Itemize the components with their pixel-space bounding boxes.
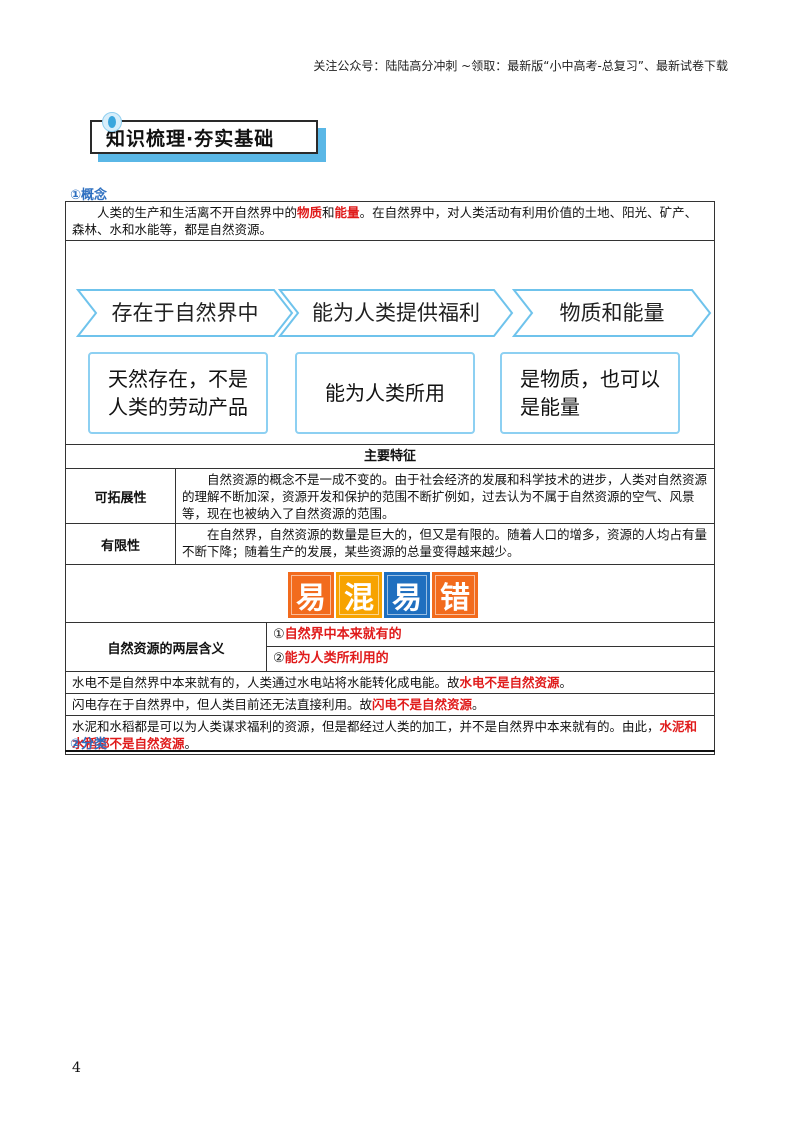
banner-title: 知识梳理·夯实基础 [90,120,318,154]
features-heading: 主要特征 [66,445,714,469]
example-text: 水泥和水稻都是可以为人类谋求福利的资源，但是都经过人类的加工，并不是自然界中本来… [72,719,660,734]
concept-heading: ①概念 [70,188,108,203]
layer-item: ②能为人类所利用的 [267,647,714,671]
layers-row: 自然资源的两层含义 ①自然界中本来就有的 ②能为人类所利用的 [66,623,714,672]
section-banner: 知识梳理·夯实基础 [84,112,332,162]
badge-easy: 易 [288,572,334,618]
concept-box-3: 是物质，也可以是能量 [500,352,680,434]
badge-wrong: 错 [432,572,478,618]
layer-text: 自然界中本来就有的 [284,627,402,642]
feature-text: 在自然界，自然资源的数量是巨大的，但又是有限的。随着人口的增多，资源的人均占有量… [182,527,708,559]
badge-easy: 易 [384,572,430,618]
chevron-label: 能为人类提供福利 [312,301,480,325]
concept-graphic: 存在于自然界中 能为人类提供福利 物质和能量 天然存在，不是人类的劳动产品 能为… [66,241,714,445]
concept-intro: 人类的生产和生活离不开自然界中的物质和能量。在自然界中，对人类活动有利用价值的土… [66,202,714,241]
feature-label: 有限性 [66,524,176,564]
example-highlight: 水电不是自然资源 [459,675,560,690]
example-text: 。 [184,736,198,751]
layers-label: 自然资源的两层含义 [66,623,267,671]
concept-box-2: 能为人类所用 [295,352,475,434]
confusion-badges: 易 混 易 错 [66,565,714,623]
box-line: 能为人类所用 [325,381,445,405]
layer-item: ①自然界中本来就有的 [267,623,714,647]
concept-table: 人类的生产和生活离不开自然界中的物质和能量。在自然界中，对人类活动有利用价值的土… [65,201,715,755]
example-row: 闪电存在于自然界中，但人类目前还无法直接利用。故闪电不是自然资源。 [66,694,714,716]
classification-heading: ②分类 [70,737,108,752]
chevron-label: 存在于自然界中 [111,301,259,325]
chevron-label: 物质和能量 [559,301,665,325]
example-text: 水电不是自然界中本来就有的，人类通过水电站将水能转化成电能。故 [72,675,460,690]
intro-highlight-energy: 能量 [334,205,360,220]
section-divider [65,750,715,752]
box-line: 人类的劳动产品 [108,395,248,419]
box-line: 天然存在，不是 [108,367,248,391]
concept-box-1: 天然存在，不是人类的劳动产品 [88,352,268,434]
box-line: 是物质，也可以 [520,367,660,391]
badge-mix: 混 [336,572,382,618]
example-row: 水泥和水稻都是可以为人类谋求福利的资源，但是都经过人类的加工，并不是自然界中本来… [66,716,714,754]
layer-num: ① [273,627,285,642]
feature-row: 有限性 在自然界，自然资源的数量是巨大的，但又是有限的。随着人口的增多，资源的人… [66,524,714,565]
layer-num: ② [273,651,285,666]
header-note: 关注公众号：陆陆高分冲刺 ~领取：最新版“小中高考-总复习”、最新试卷下载 [313,59,728,73]
feature-row: 可拓展性 自然资源的概念不是一成不变的。由于社会经济的发展和科学技术的进步，人类… [66,469,714,524]
example-text: 。 [472,697,485,712]
chevron-3: 物质和能量 [512,288,712,338]
layer-text: 能为人类所利用的 [284,651,389,666]
intro-text: 人类的生产和生活离不开自然界中的 [97,205,298,220]
banner-icon [102,112,122,132]
intro-text: 。在自然界中，对人类活动有利用价值的土地、阳光、矿产、森林、水和水能等，都是自然… [72,205,698,237]
example-text: 闪电存在于自然界中，但人类目前还无法直接利用。故 [72,697,373,712]
example-highlight: 闪电不是自然资源 [372,697,473,712]
chevron-1: 存在于自然界中 [76,288,294,338]
example-highlight: 水泥和水稻都不是自然资源 [72,719,698,751]
box-line: 是能量 [520,395,580,419]
intro-highlight-matter: 物质 [297,205,323,220]
example-text: 。 [559,675,573,690]
example-row: 水电不是自然界中本来就有的，人类通过水电站将水能转化成电能。故水电不是自然资源。 [66,672,714,694]
chevron-2: 能为人类提供福利 [278,288,514,338]
feature-text: 自然资源的概念不是一成不变的。由于社会经济的发展和科学技术的进步，人类对自然资源… [182,472,708,521]
feature-label: 可拓展性 [66,469,176,523]
page-number: 4 [72,1060,81,1076]
intro-text: 和 [322,205,335,220]
